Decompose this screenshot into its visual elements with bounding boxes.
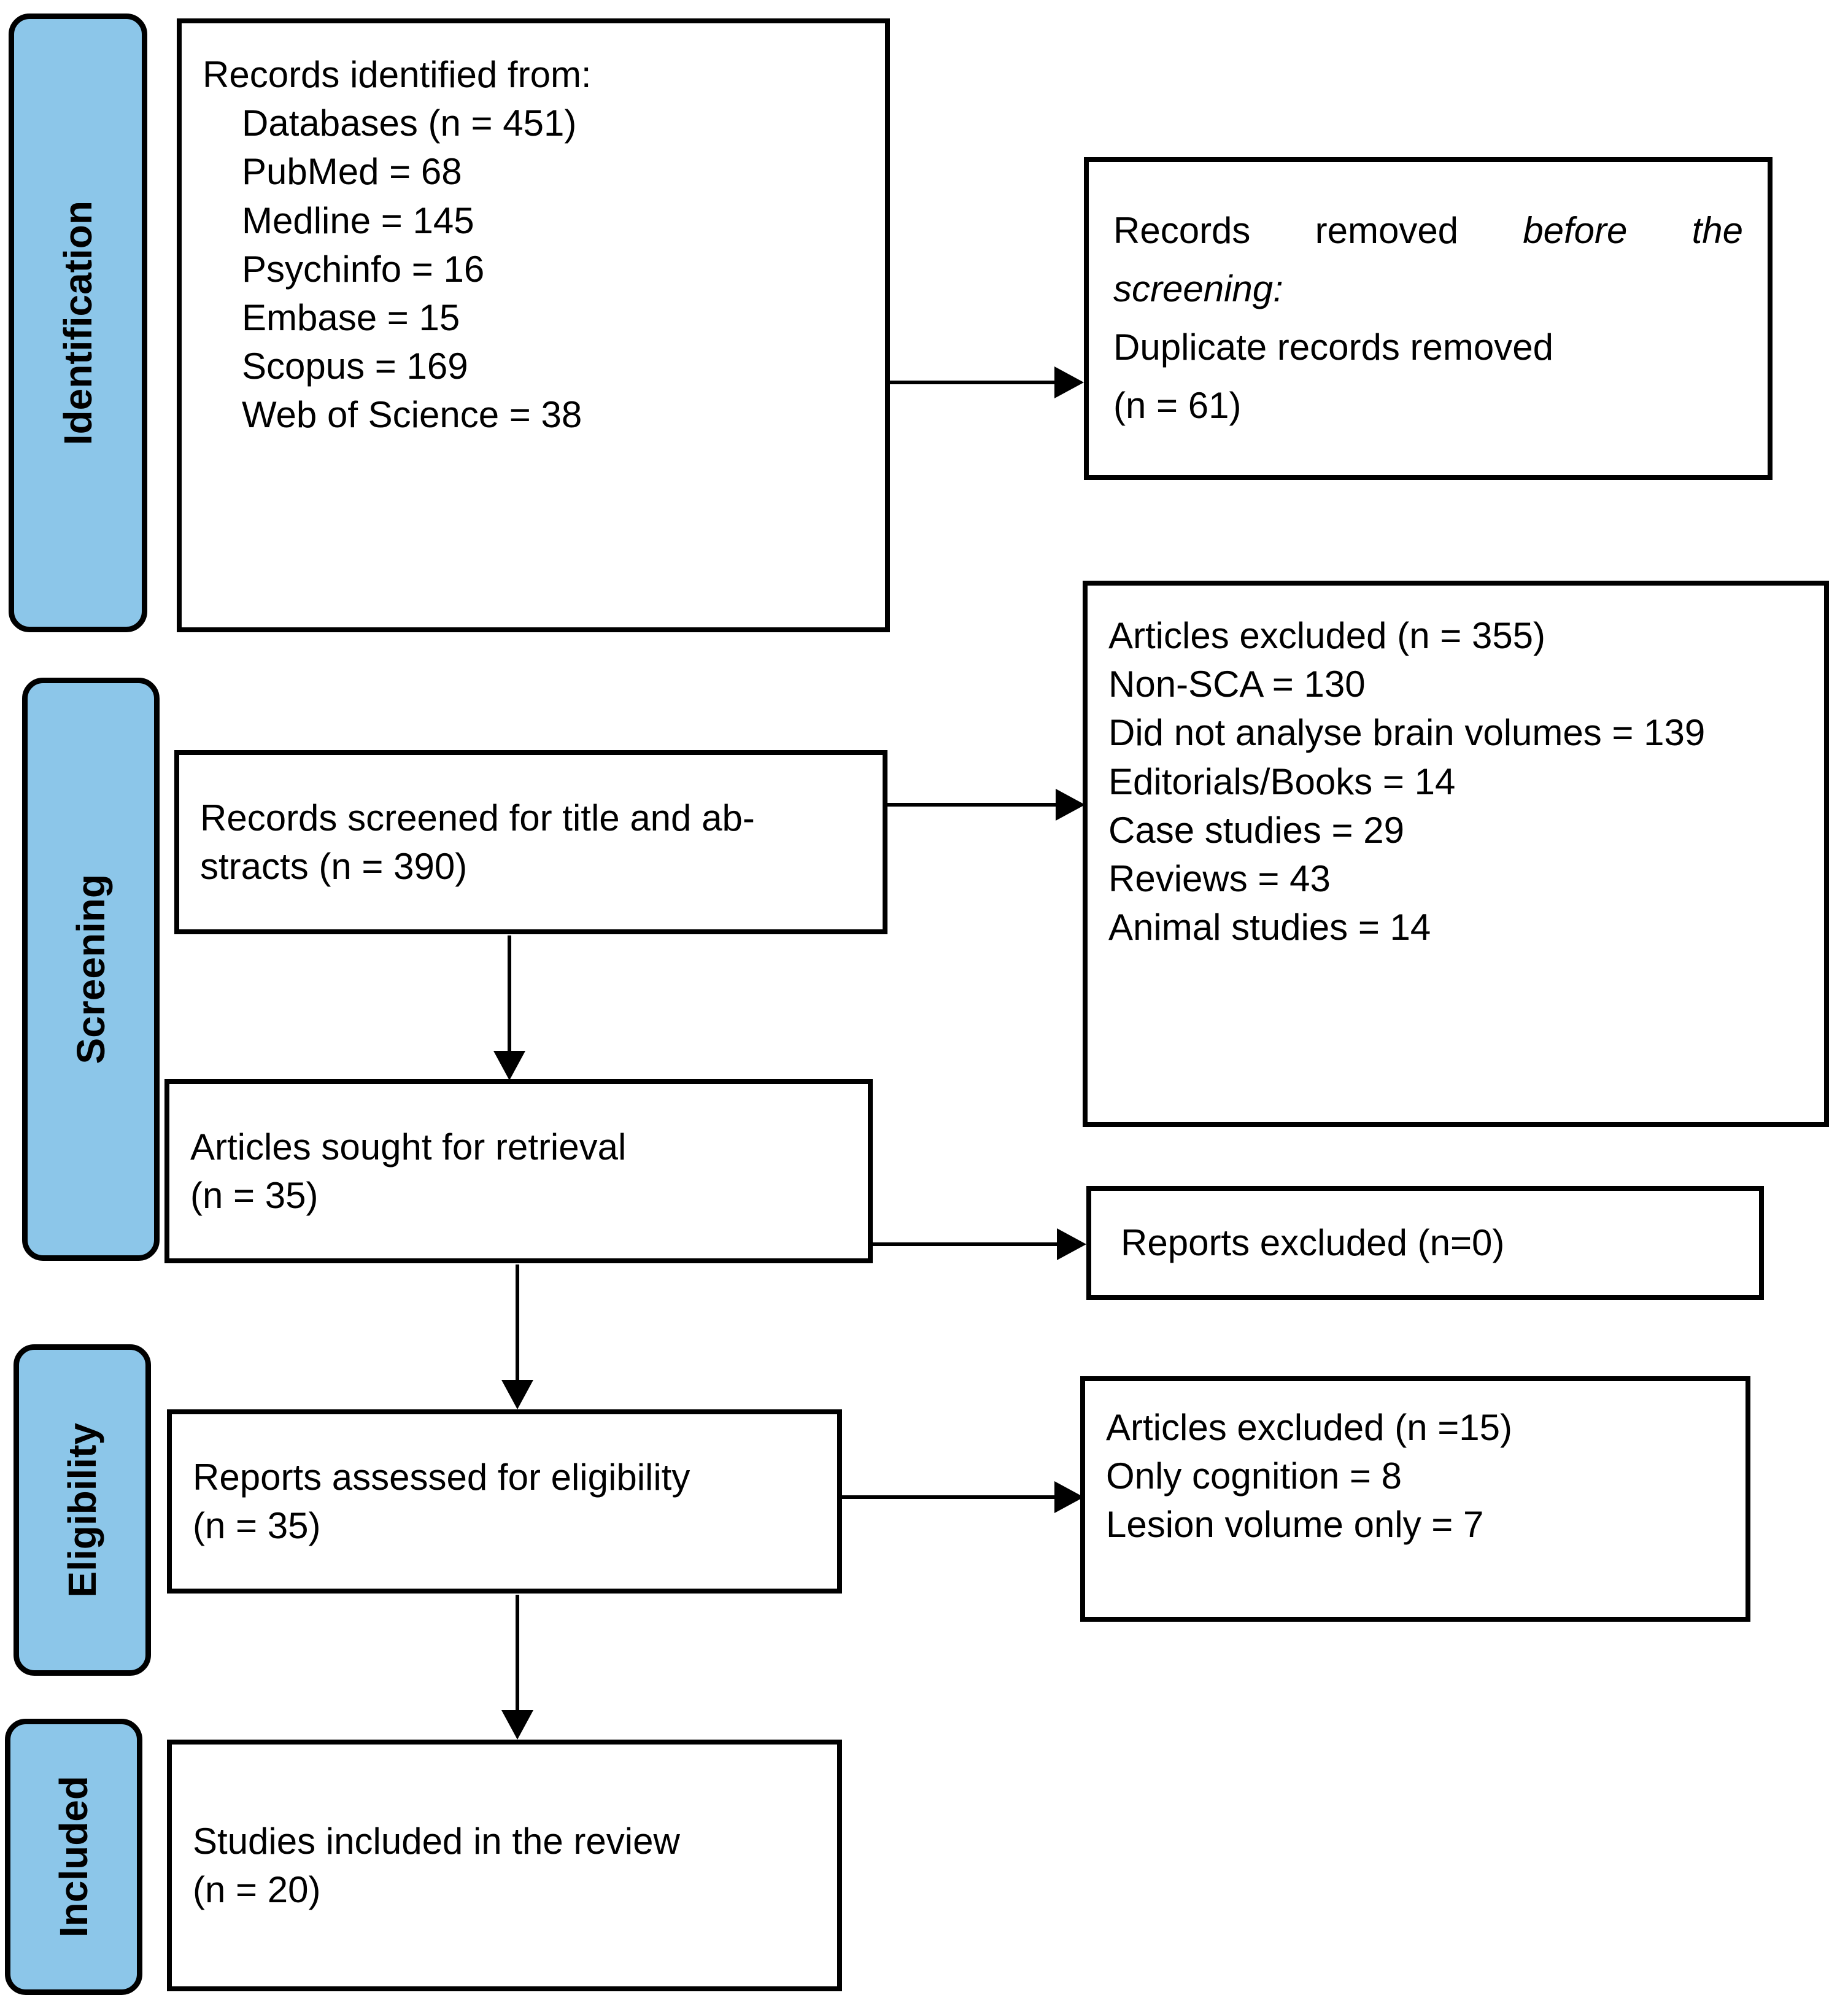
stage-pill-eligibility: Eligibility bbox=[14, 1344, 151, 1676]
articles-excluded-355-item: Did not analyse brain volumes = 139 bbox=[1108, 712, 1706, 754]
arrowhead-sought-to-assessed bbox=[501, 1380, 533, 1409]
stage-label-eligibility: Eligibility bbox=[60, 1422, 104, 1598]
arrowhead-sought-to-reports-excluded bbox=[1057, 1228, 1086, 1260]
records-identified-item: Web of Science = 38 bbox=[242, 394, 582, 436]
box-articles-sought: Articles sought for retrieval (n = 35) bbox=[164, 1079, 873, 1263]
articles-excluded-15-heading: Articles excluded (n =15) bbox=[1106, 1407, 1512, 1448]
box-records-screened: Records screened for title and ab- strac… bbox=[174, 750, 887, 934]
connector-identification-to-removed bbox=[890, 381, 1077, 384]
box-articles-excluded-355: Articles excluded (n = 355) Non-SCA = 13… bbox=[1083, 581, 1829, 1127]
records-identified-item: Medline = 145 bbox=[242, 199, 474, 241]
records-removed-line-3: Duplicate records removed bbox=[1113, 327, 1553, 368]
records-identified-item: PubMed = 68 bbox=[242, 151, 462, 193]
articles-excluded-15-item: Lesion volume only = 7 bbox=[1106, 1504, 1484, 1546]
box-studies-included: Studies included in the review (n = 20) bbox=[167, 1740, 842, 1991]
box-reports-assessed: Reports assessed for eligibility (n = 35… bbox=[167, 1409, 842, 1594]
connector-sought-to-reports-excluded bbox=[873, 1242, 1079, 1246]
records-identified-item: Databases (n = 451) bbox=[242, 103, 577, 144]
studies-included-line-1: Studies included in the review bbox=[193, 1820, 680, 1862]
records-identified-item: Embase = 15 bbox=[242, 296, 460, 338]
arrowhead-screened-to-excluded355 bbox=[1056, 789, 1085, 821]
records-identified-heading: Records identified from: bbox=[203, 54, 592, 95]
connector-assessed-to-excluded15 bbox=[842, 1495, 1077, 1499]
records-removed-line-4: (n = 61) bbox=[1113, 384, 1242, 426]
stage-pill-included: Included bbox=[5, 1719, 142, 1995]
records-screened-line-1: Records screened for title and ab- bbox=[200, 797, 755, 838]
reports-excluded-line-1: Reports excluded (n=0) bbox=[1121, 1222, 1505, 1264]
records-identified-item: Psychinfo = 16 bbox=[242, 248, 485, 290]
articles-excluded-355-item: Reviews = 43 bbox=[1108, 858, 1331, 899]
connector-assessed-to-included bbox=[516, 1595, 519, 1715]
articles-excluded-355-heading: Articles excluded (n = 355) bbox=[1108, 615, 1546, 656]
box-records-removed: Records removed before the screening: Du… bbox=[1084, 157, 1773, 480]
records-screened-line-2: stracts (n = 390) bbox=[200, 846, 468, 887]
articles-excluded-355-item: Case studies = 29 bbox=[1108, 809, 1404, 851]
connector-screened-to-sought bbox=[508, 935, 511, 1056]
records-removed-text-italic: before the bbox=[1523, 210, 1743, 252]
stage-label-included: Included bbox=[52, 1776, 96, 1938]
stage-label-screening: Screening bbox=[69, 874, 113, 1064]
stage-pill-screening: Screening bbox=[22, 678, 160, 1261]
reports-assessed-line-1: Reports assessed for eligibility bbox=[193, 1456, 690, 1498]
reports-assessed-line-2: (n = 35) bbox=[193, 1505, 321, 1546]
stage-pill-identification: Identification bbox=[9, 14, 147, 632]
articles-excluded-355-item: Animal studies = 14 bbox=[1108, 907, 1431, 948]
articles-excluded-355-item: Non-SCA = 130 bbox=[1108, 664, 1366, 705]
records-removed-line-2: screening: bbox=[1113, 268, 1283, 310]
stage-label-identification: Identification bbox=[56, 200, 100, 446]
articles-sought-line-1: Articles sought for retrieval bbox=[190, 1126, 627, 1168]
arrowhead-identification-to-removed bbox=[1054, 366, 1084, 398]
studies-included-line-2: (n = 20) bbox=[193, 1869, 321, 1910]
connector-sought-to-assessed bbox=[516, 1264, 519, 1385]
arrowhead-assessed-to-excluded15 bbox=[1054, 1481, 1084, 1513]
arrowhead-assessed-to-included bbox=[501, 1710, 533, 1740]
records-removed-text-plain: Records removed bbox=[1113, 210, 1523, 252]
records-identified-item: Scopus = 169 bbox=[242, 346, 468, 387]
connector-screened-to-excluded355 bbox=[887, 803, 1078, 807]
arrowhead-screened-to-sought bbox=[493, 1051, 525, 1080]
records-removed-line-1: Records removed before the bbox=[1113, 202, 1743, 260]
articles-excluded-15-item: Only cognition = 8 bbox=[1106, 1455, 1402, 1497]
box-records-identified: Records identified from: Databases (n = … bbox=[177, 18, 890, 632]
articles-sought-line-2: (n = 35) bbox=[190, 1175, 319, 1216]
articles-excluded-355-item: Editorials/Books = 14 bbox=[1108, 761, 1456, 802]
box-reports-excluded: Reports excluded (n=0) bbox=[1086, 1186, 1764, 1300]
box-articles-excluded-15: Articles excluded (n =15) Only cognition… bbox=[1080, 1376, 1750, 1622]
